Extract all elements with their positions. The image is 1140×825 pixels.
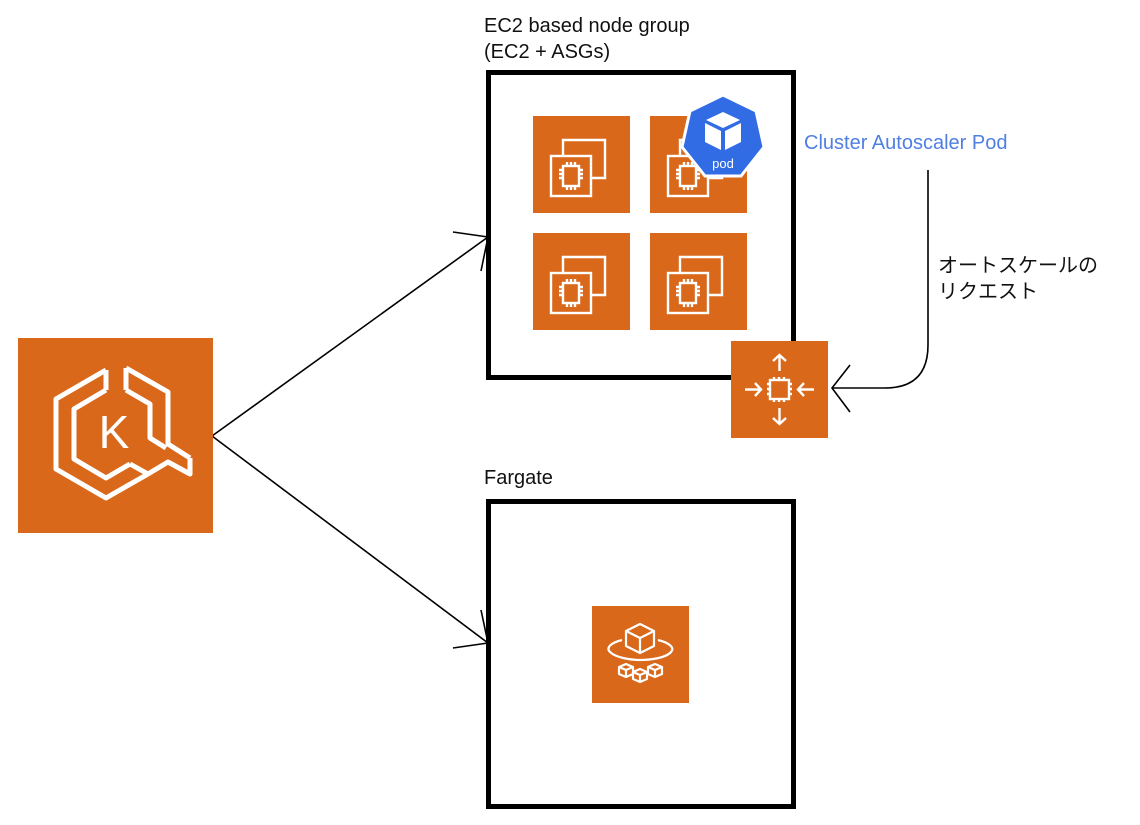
fargate-icon [592,606,689,703]
pod-label: pod [712,156,734,171]
svg-text:K: K [99,406,130,458]
ec2-group-title-line2: (EC2 + ASGs) [484,41,611,63]
eks-icon: K [18,338,213,533]
ec2-instance-icon [533,116,630,213]
arrow-eks-to-fargate [211,435,489,644]
autoscaler-label: Cluster Autoscaler Pod [804,132,1008,154]
autoscale-request-line2: リクエスト [938,281,1038,303]
kubernetes-pod-icon: pod [678,92,768,182]
arrow-autoscaler-to-asg [832,170,929,389]
ec2-group-title-line1: EC2 based node group [484,15,690,37]
arrowhead-asg [830,364,851,413]
ec2-instance-icon [650,233,747,330]
fargate-title: Fargate [484,467,553,489]
ec2-instance-icon [533,233,630,330]
arrowhead-ec2 [452,231,489,272]
arrow-eks-to-ec2 [211,236,489,437]
autoscale-request-line1: オートスケールの [938,255,1098,277]
auto-scaling-icon [731,341,828,438]
